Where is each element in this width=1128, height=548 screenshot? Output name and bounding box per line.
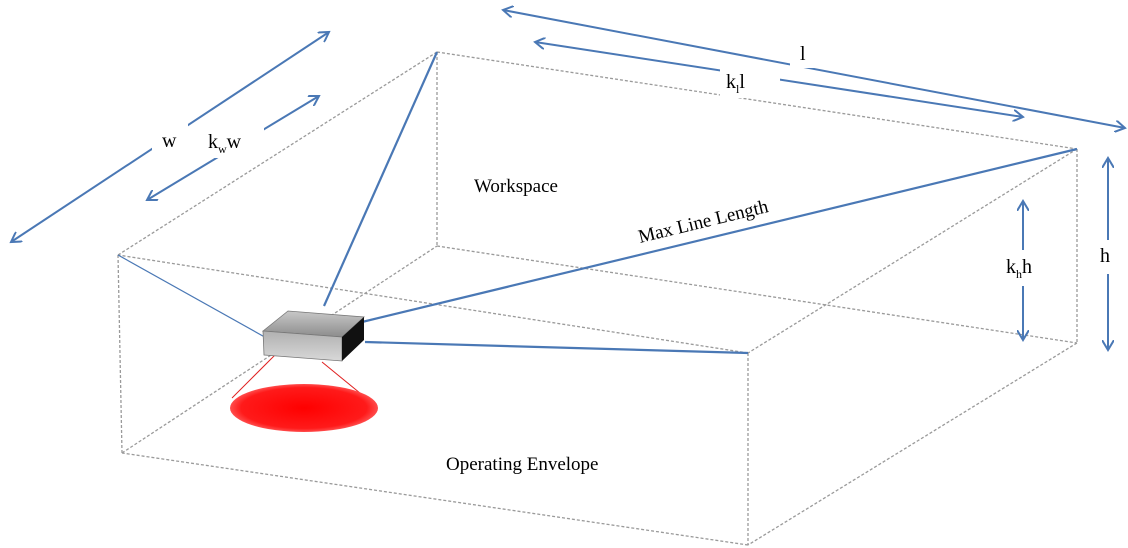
cable-front [364, 340, 749, 355]
label-h: h [1100, 245, 1110, 267]
cables [117, 51, 1078, 355]
label-kw: kww [208, 131, 242, 156]
cable-back [322, 51, 439, 307]
label-w: w [162, 130, 177, 152]
device-icon [261, 310, 365, 362]
dimension-arrows [11, 10, 1125, 350]
label-operating-envelope: Operating Envelope [446, 454, 598, 475]
arrow-l [503, 10, 1125, 128]
cable-right-max [361, 147, 1078, 324]
cable-left [117, 254, 271, 341]
label-l: l [800, 43, 806, 65]
label-kh: khh [1006, 256, 1032, 281]
label-kl: kll [726, 71, 745, 96]
label-workspace: Workspace [474, 176, 558, 197]
light-spot [230, 384, 378, 432]
